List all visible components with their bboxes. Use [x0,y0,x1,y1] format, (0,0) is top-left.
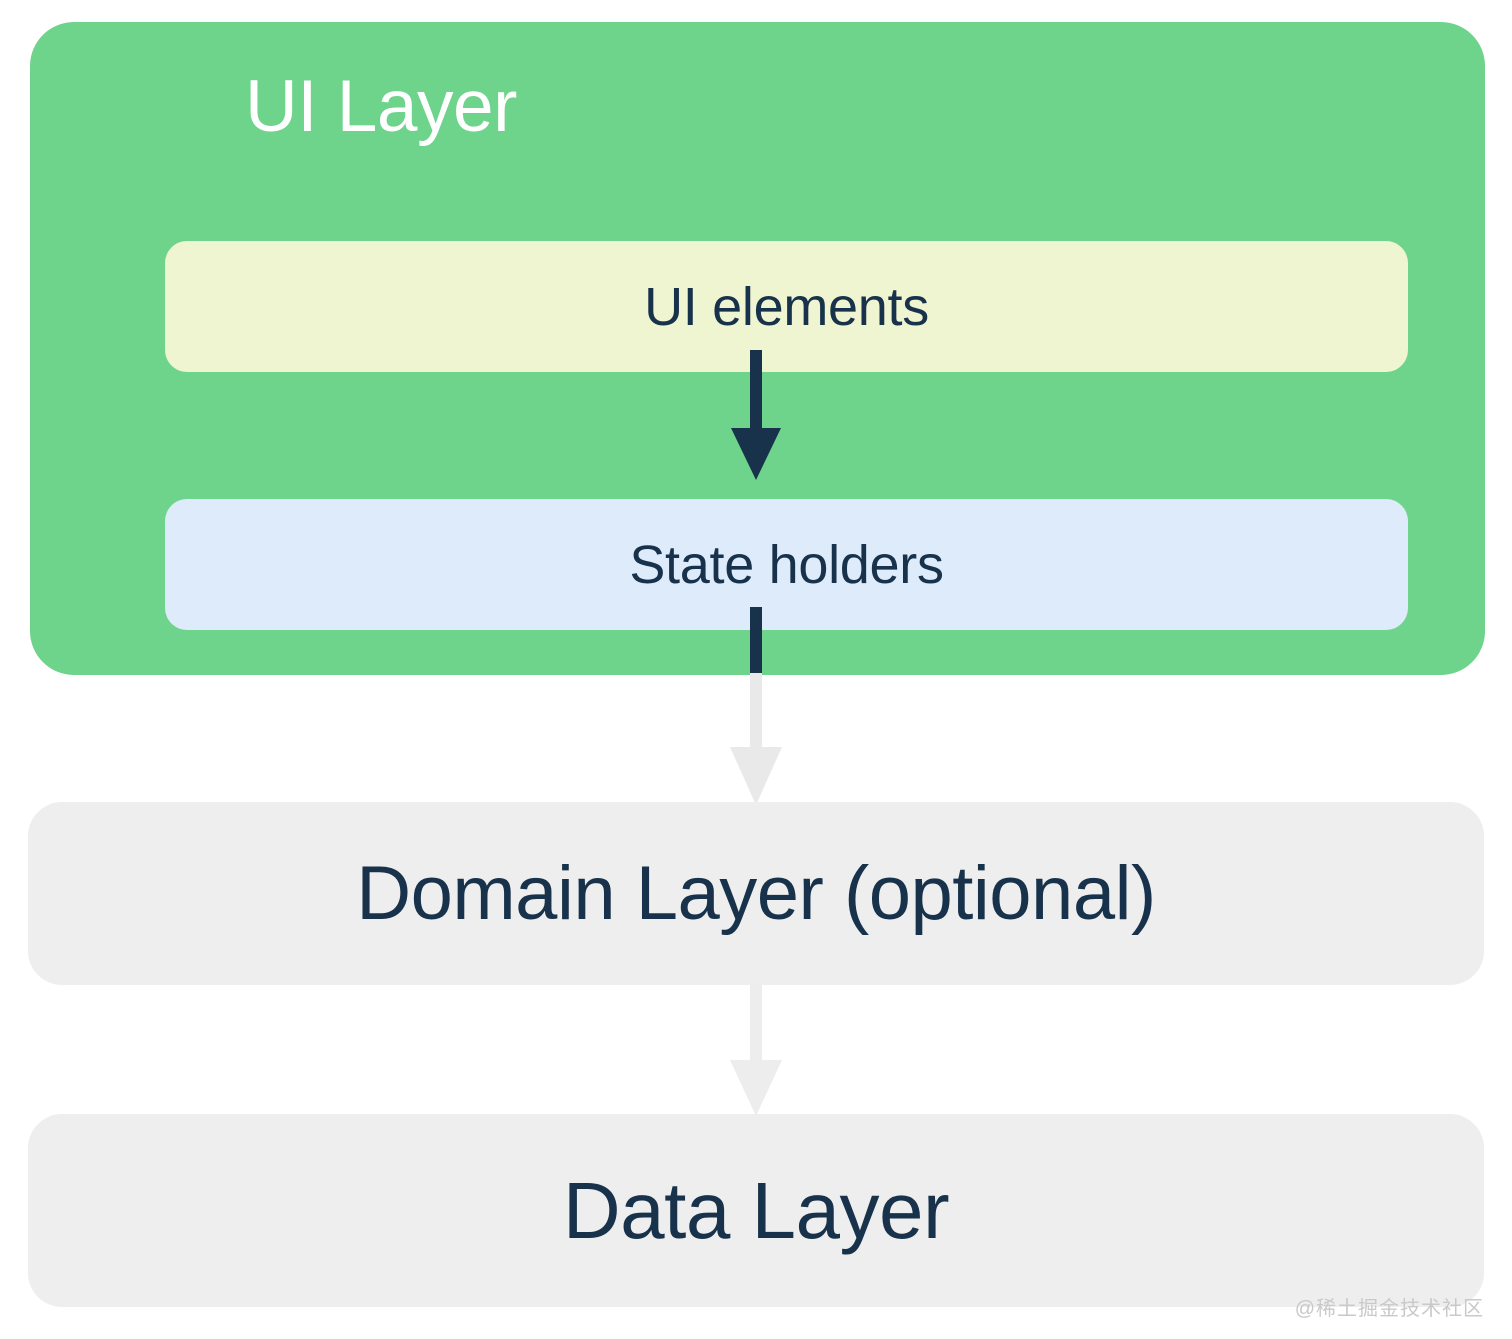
ui-elements-box: UI elements [165,241,1408,372]
data-layer-label: Data Layer [562,1165,950,1255]
watermark-text: @稀土掘金技术社区 [1294,1298,1484,1320]
state-holders-box: State holders [165,499,1408,630]
state-holders-label: State holders [629,534,944,595]
arrow-domain-layer-to-data-layer [730,984,782,1116]
domain-layer-box: Domain Layer (optional) [28,802,1484,985]
ui-layer-title: UI Layer [245,66,517,147]
ui-elements-label: UI elements [644,276,929,337]
domain-layer-label: Domain Layer (optional) [356,850,1156,936]
data-layer-box: Data Layer [28,1114,1484,1307]
ui-layer-card: UI Layer UI elements State holders [30,22,1485,675]
